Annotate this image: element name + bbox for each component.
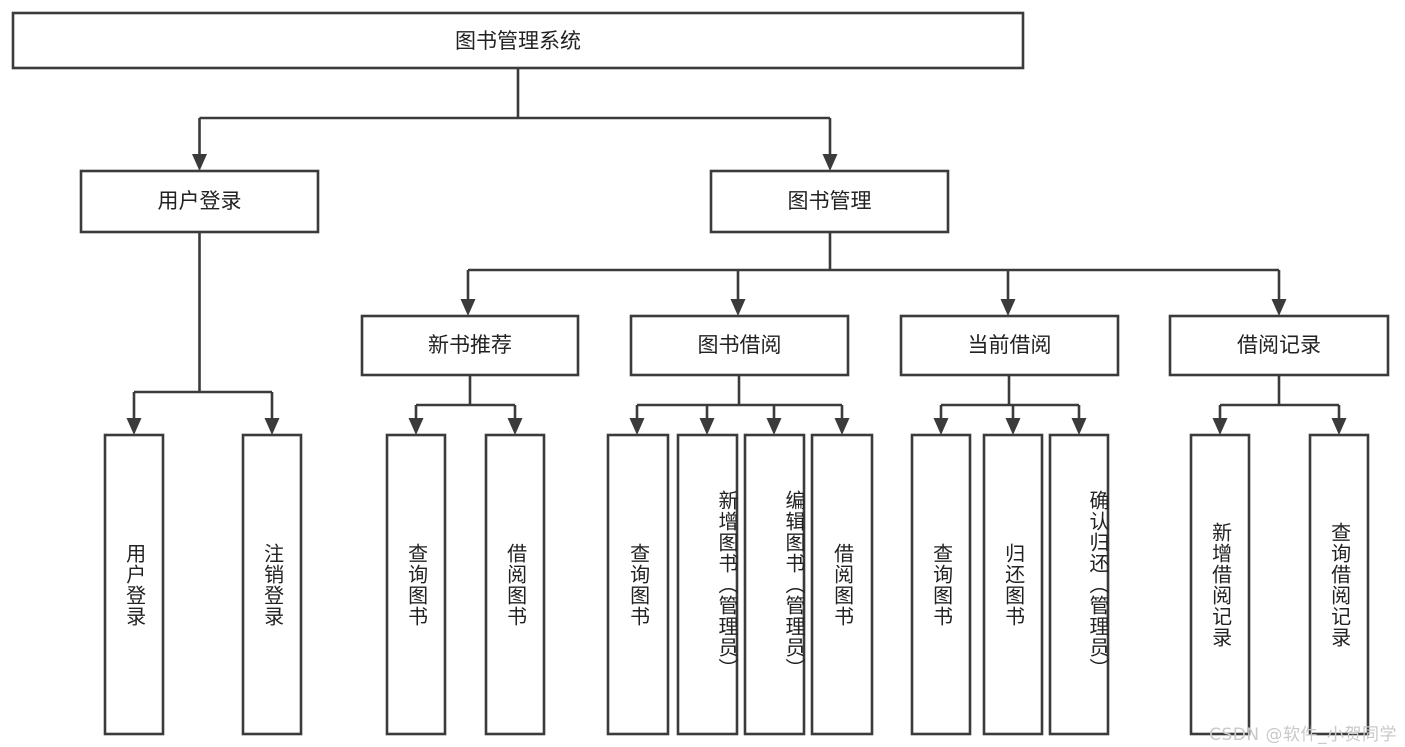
node-book-borrow[interactable]: 图书借阅 xyxy=(629,314,850,377)
arrow-head-bb-2 xyxy=(699,418,715,435)
arrow-head-cb-2 xyxy=(1005,418,1021,435)
node-borrow-record[interactable]: 借阅记录 xyxy=(1168,314,1390,377)
connector-group-user-login xyxy=(126,232,280,435)
node-current-borrow-label: 当前借阅 xyxy=(968,333,1052,357)
arrow-head-nb-1 xyxy=(408,418,424,435)
node-book-borrow-label: 图书借阅 xyxy=(698,333,782,357)
leaf-box-query-book-cb[interactable] xyxy=(910,433,972,736)
arrow-head-br-1 xyxy=(1212,418,1228,435)
leaf-box-add-borrow-record[interactable] xyxy=(1189,433,1251,736)
arrow-head-bb-4 xyxy=(834,418,850,435)
node-book-borrow-box xyxy=(629,314,850,377)
connector-group-book-management xyxy=(460,232,1287,316)
leaf-box-logout[interactable] xyxy=(241,433,303,736)
arrow-head-cb-1 xyxy=(933,418,949,435)
node-borrow-record-box xyxy=(1168,314,1390,377)
node-new-book-recommend-label: 新书推荐 xyxy=(428,333,512,357)
leaf-box-query-borrow-record[interactable] xyxy=(1308,433,1370,736)
arrow-head-br-2 xyxy=(1331,418,1347,435)
arrow-head-ul-2 xyxy=(264,418,280,435)
node-new-book-recommend[interactable]: 新书推荐 xyxy=(360,314,580,377)
connector-group-book-borrow xyxy=(629,375,850,435)
arrow-head-bm-3 xyxy=(1000,299,1016,316)
leaf-box-query-book-nb[interactable] xyxy=(385,433,447,736)
connector-group-borrow-record xyxy=(1212,375,1347,435)
leaf-box-add-book-admin[interactable] xyxy=(676,433,739,736)
arrow-head-bm-4 xyxy=(1271,299,1287,316)
leaf-box-user-login[interactable] xyxy=(103,433,165,736)
leaf-box-borrow-book-bb[interactable] xyxy=(810,433,874,736)
connector-group-new-book xyxy=(408,375,523,435)
arrow-head-bm-2 xyxy=(730,299,746,316)
node-book-management-box xyxy=(709,169,950,234)
leaf-box-return-book[interactable] xyxy=(982,433,1044,736)
node-book-management[interactable]: 图书管理 xyxy=(709,169,950,234)
node-user-login[interactable]: 用户登录 xyxy=(79,169,320,234)
connector-group-current-borrow xyxy=(933,375,1087,435)
node-root-system-label: 图书管理系统 xyxy=(455,29,581,53)
leaf-node-boxes xyxy=(103,433,1370,736)
arrow-head-bb-3 xyxy=(766,418,782,435)
node-borrow-record-label: 借阅记录 xyxy=(1237,333,1321,357)
arrow-head-bb-1 xyxy=(629,418,645,435)
leaf-box-confirm-return-admin[interactable] xyxy=(1048,433,1110,736)
leaf-box-query-book-bb[interactable] xyxy=(606,433,670,736)
arrow-head-root-2 xyxy=(822,154,838,171)
node-root-system[interactable]: 图书管理系统 xyxy=(11,11,1025,70)
node-current-borrow[interactable]: 当前借阅 xyxy=(899,314,1120,377)
node-user-login-box xyxy=(79,169,320,234)
arrow-head-bm-1 xyxy=(460,299,476,316)
arrow-head-cb-3 xyxy=(1071,418,1087,435)
node-book-management-label: 图书管理 xyxy=(788,189,872,213)
arrow-head-root-1 xyxy=(192,154,207,171)
node-user-login-label: 用户登录 xyxy=(158,189,242,213)
leaf-box-borrow-book-nb[interactable] xyxy=(484,433,546,736)
leaf-box-edit-book-admin[interactable] xyxy=(743,433,806,736)
node-root-system-box xyxy=(11,11,1025,70)
node-new-book-recommend-box xyxy=(360,314,580,377)
connector-group-root xyxy=(192,68,838,171)
arrow-head-nb-2 xyxy=(507,418,523,435)
node-current-borrow-box xyxy=(899,314,1120,377)
arrow-head-ul-1 xyxy=(126,418,142,435)
